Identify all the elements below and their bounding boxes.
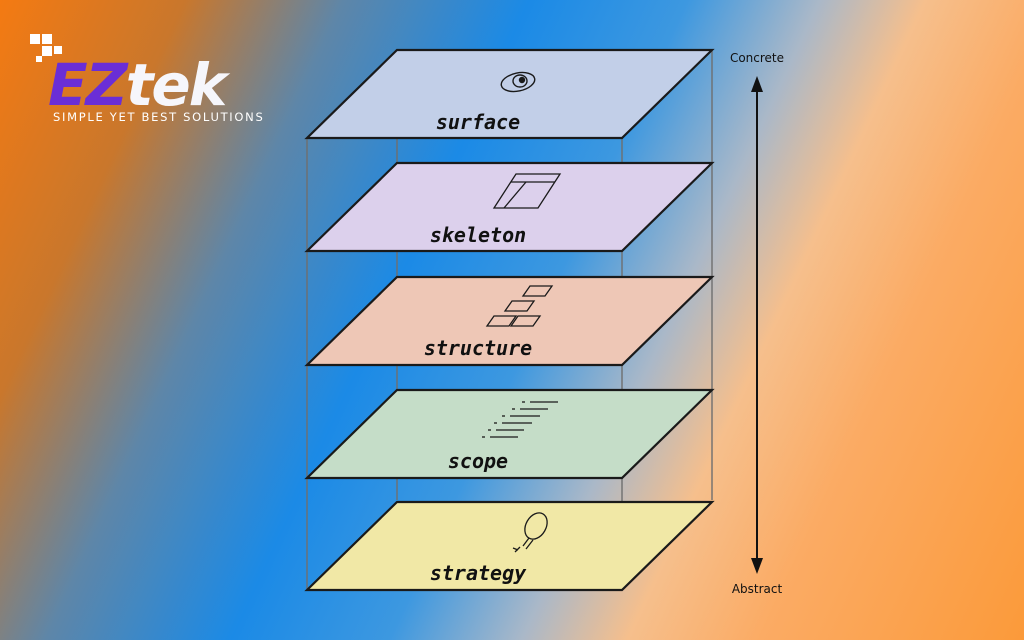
plane-strategy: strategy [304, 500, 715, 592]
plane-surface: surface [304, 48, 715, 140]
plane-scope: scope [304, 388, 715, 480]
plane-label-structure: structure [424, 336, 532, 360]
plane-label-strategy: strategy [430, 561, 527, 585]
wireframe-icon [492, 173, 562, 209]
logo-pixels-icon [30, 34, 62, 62]
eztek-logo: EZtek SIMPLE YET BEST SOLUTIONS [28, 30, 308, 130]
abstract-concrete-axis: Concrete Abstract [730, 51, 784, 596]
list-icon [482, 401, 558, 438]
logo-wordmark: EZtek [48, 56, 227, 114]
plane-skeleton: skeleton [304, 161, 715, 253]
plane-label-surface: surface [436, 110, 520, 134]
lightbulb-icon [512, 512, 548, 553]
plane-label-skeleton: skeleton [430, 223, 526, 247]
axis-label-abstract: Abstract [732, 582, 783, 596]
logo-ez: EZ [48, 51, 128, 119]
eye-icon [500, 71, 536, 93]
arrow-down-icon [751, 558, 763, 574]
axis-label-concrete: Concrete [730, 51, 784, 65]
arrow-up-icon [751, 76, 763, 92]
sitemap-icon [485, 285, 554, 327]
logo-tagline: SIMPLE YET BEST SOLUTIONS [53, 110, 265, 124]
plane-structure: structure [304, 275, 715, 367]
plane-label-scope: scope [448, 449, 508, 473]
logo-tek: tek [125, 51, 228, 119]
